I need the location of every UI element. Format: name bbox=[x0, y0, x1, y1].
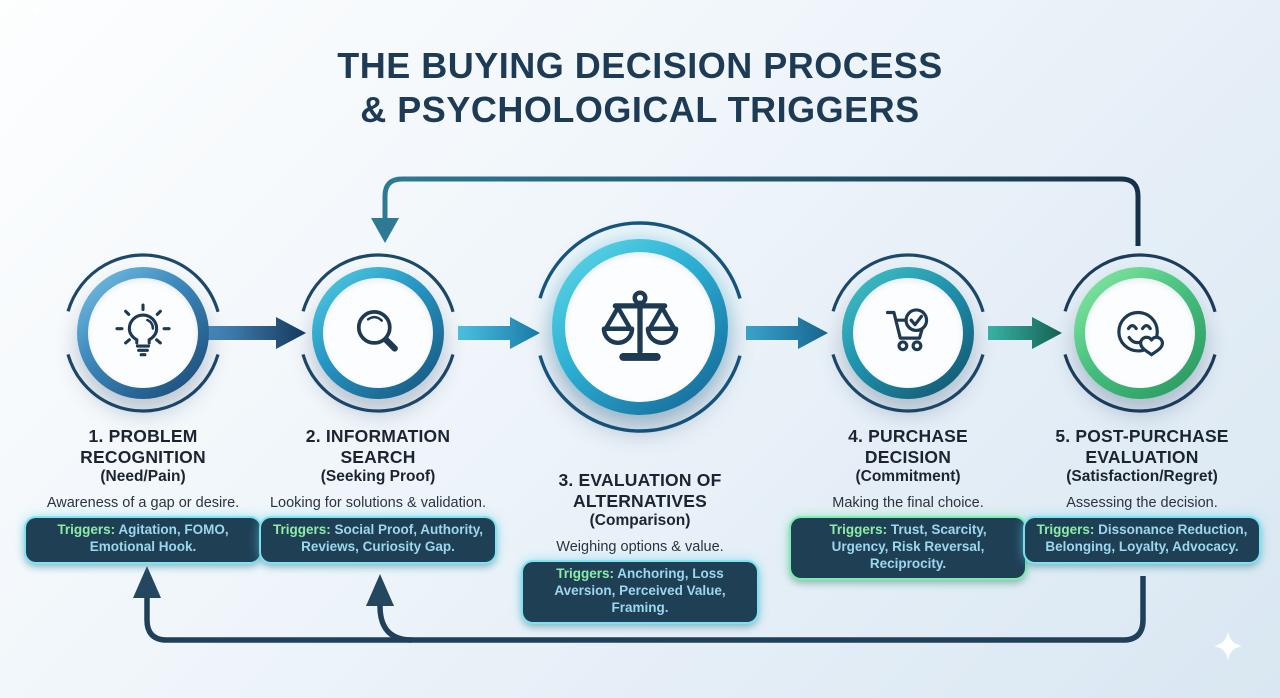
feedback-loop-bottom-arrowhead-stage1 bbox=[133, 566, 161, 598]
triggers-label: Triggers: bbox=[1036, 522, 1095, 538]
triggers-text: Social Proof, Authority, Reviews, Curios… bbox=[301, 522, 484, 555]
stage-subheading: (Comparison) bbox=[589, 512, 691, 530]
lightbulb-icon bbox=[115, 303, 171, 357]
triggers-badge: Triggers: Anchoring, Loss Aversion, Perc… bbox=[523, 562, 757, 623]
page-title-line1: THE BUYING DECISION PROCESS bbox=[337, 45, 943, 86]
stage-text-post-purchase-evaluation: 5. POST-PURCHASE EVALUATION (Satisfactio… bbox=[1020, 426, 1264, 562]
stage-description: Weighing options & value. bbox=[556, 539, 724, 556]
page-title-line2: & PSYCHOLOGICAL TRIGGERS bbox=[360, 88, 920, 130]
triggers-badge: Triggers: Dissonance Reduction, Belongin… bbox=[1025, 518, 1259, 562]
stage-description: Assessing the decision. bbox=[1066, 495, 1218, 512]
triggers-text: Agitation, FOMO, Emotional Hook. bbox=[89, 522, 229, 555]
triggers-badge: Triggers: Trust, Scarcity, Urgency, Risk… bbox=[791, 518, 1025, 579]
stage-subheading: (Satisfaction/Regret) bbox=[1066, 468, 1218, 486]
sparkle-icon bbox=[30, 3, 44, 17]
feedback-loop-top-arrowhead bbox=[371, 218, 399, 243]
stage-text-purchase-decision: 4. PURCHASE DECISION (Commitment) Making… bbox=[790, 426, 1026, 579]
node-face bbox=[1085, 278, 1195, 388]
balance-scale-icon bbox=[601, 290, 679, 361]
triggers-text: Trust, Scarcity, Urgency, Risk Reversal,… bbox=[831, 522, 987, 571]
arrow-stage2-to-stage3 bbox=[458, 317, 540, 349]
stage-description: Awareness of a gap or desire. bbox=[46, 495, 240, 512]
triggers-label: Triggers: bbox=[829, 522, 888, 538]
stage-heading: 2. INFORMATION SEARCH bbox=[305, 426, 451, 467]
stage-heading: 1. PROBLEM RECOGNITION bbox=[80, 426, 206, 467]
gradient-ring bbox=[312, 267, 444, 399]
stage-node-information-search bbox=[296, 251, 460, 415]
stage-subheading: (Seeking Proof) bbox=[320, 468, 436, 486]
stage-subheading: (Commitment) bbox=[855, 468, 961, 486]
node-face bbox=[88, 278, 198, 388]
stage-description: Looking for solutions & validation. bbox=[269, 495, 487, 512]
page-title: THE BUYING DECISION PROCESS & PSYCHOLOGI… bbox=[0, 44, 1280, 132]
triggers-label: Triggers: bbox=[57, 522, 116, 538]
triggers-badge: Triggers: Social Proof, Authority, Revie… bbox=[261, 518, 495, 562]
gradient-ring bbox=[77, 267, 209, 399]
smiley-heart-icon bbox=[1117, 310, 1164, 357]
gradient-ring bbox=[1074, 267, 1206, 399]
stage-text-evaluation-of-alternatives: 3. EVALUATION OF ALTERNATIVES (Compariso… bbox=[522, 470, 758, 623]
stage-heading: 5. POST-PURCHASE EVALUATION bbox=[1055, 426, 1229, 467]
stage-node-evaluation-of-alternatives bbox=[533, 220, 747, 434]
stage-text-problem-recognition: 1. PROBLEM RECOGNITION (Need/Pain) Aware… bbox=[25, 426, 261, 562]
stage-heading: 4. PURCHASE DECISION bbox=[848, 426, 968, 467]
sparkle-icon bbox=[1214, 632, 1242, 660]
stage-node-purchase-decision bbox=[826, 251, 990, 415]
outer-ring bbox=[298, 253, 458, 413]
stage-node-post-purchase-evaluation bbox=[1058, 251, 1222, 415]
stage-node-problem-recognition bbox=[61, 251, 225, 415]
arrow-stage4-to-stage5 bbox=[988, 317, 1062, 349]
outer-ring bbox=[63, 253, 223, 413]
arrow-stage3-to-stage4 bbox=[746, 317, 828, 349]
cart-check-icon bbox=[885, 308, 929, 352]
stage-heading: 3. EVALUATION OF ALTERNATIVES bbox=[558, 470, 722, 511]
stage-description: Making the final choice. bbox=[832, 495, 984, 512]
outer-ring bbox=[1060, 253, 1220, 413]
feedback-loop-top bbox=[371, 176, 1141, 246]
triggers-badge: Triggers: Agitation, FOMO, Emotional Hoo… bbox=[26, 518, 260, 562]
stage-text-information-search: 2. INFORMATION SEARCH (Seeking Proof) Lo… bbox=[260, 426, 496, 562]
triggers-text: Dissonance Reduction, Belonging, Loyalty… bbox=[1045, 522, 1248, 555]
triggers-label: Triggers: bbox=[272, 522, 331, 538]
stage-subheading: (Need/Pain) bbox=[100, 468, 186, 486]
gradient-ring bbox=[842, 267, 974, 399]
feedback-loop-bottom-arrowhead-stage2 bbox=[366, 574, 394, 606]
magnifier-icon bbox=[356, 310, 398, 352]
outer-ring bbox=[828, 253, 988, 413]
node-face bbox=[323, 278, 433, 388]
triggers-label: Triggers: bbox=[556, 566, 614, 582]
node-face bbox=[853, 278, 963, 388]
